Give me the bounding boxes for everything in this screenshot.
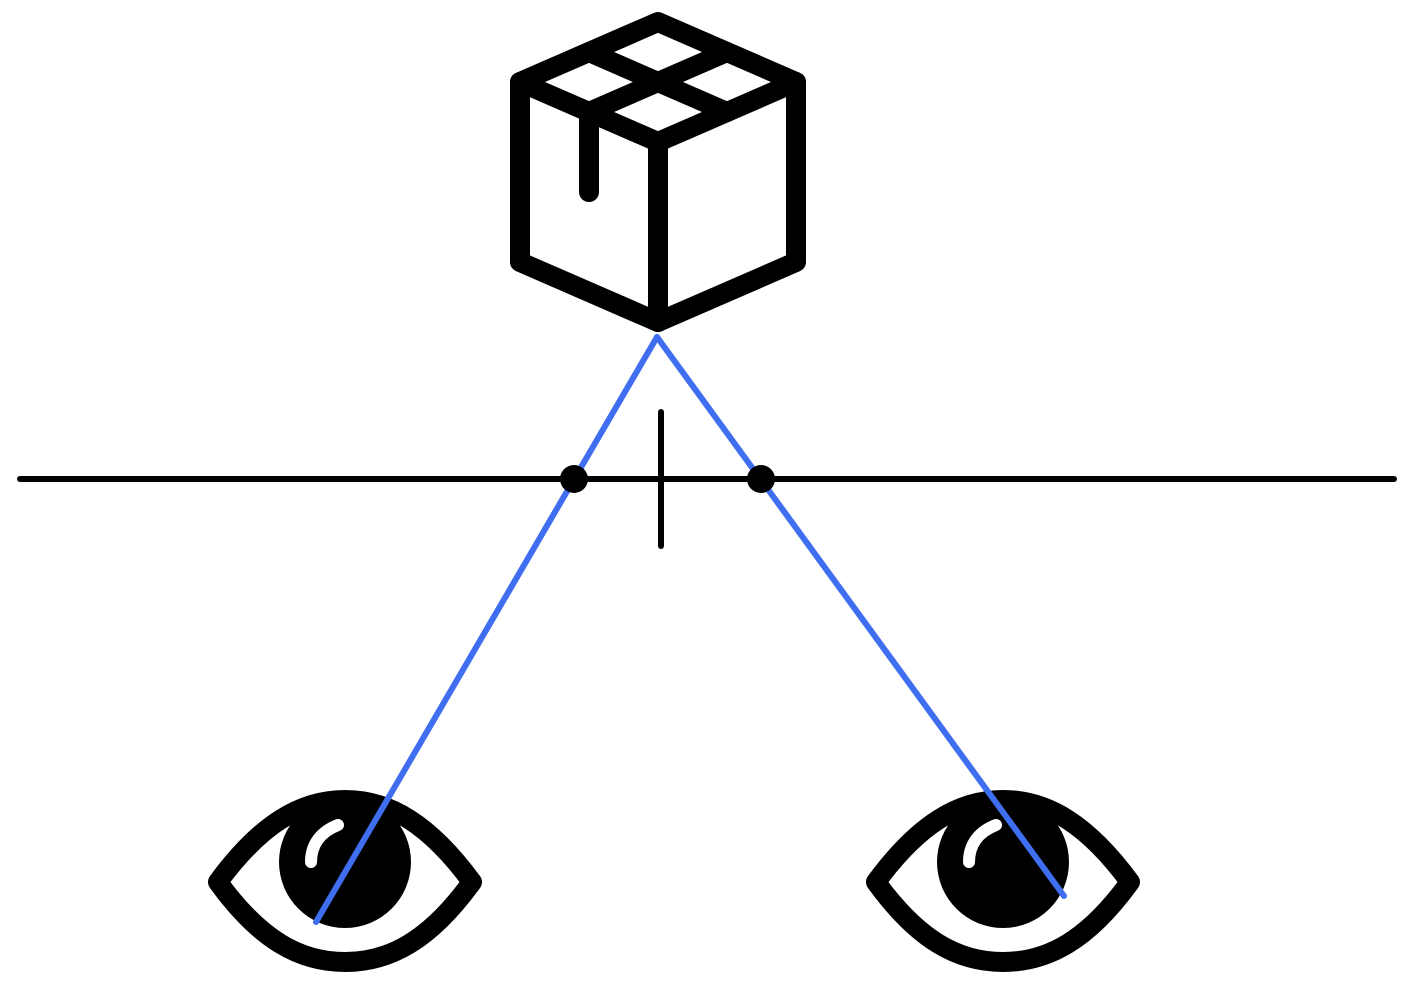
left-eye-pupil bbox=[279, 796, 411, 928]
package-box-icon bbox=[510, 12, 806, 332]
box-tape-top-2 bbox=[579, 42, 737, 122]
right-eye-pupil bbox=[937, 796, 1069, 928]
left-sight-line bbox=[313, 334, 660, 925]
left-eye-icon bbox=[208, 790, 482, 972]
right-projection-point bbox=[747, 465, 775, 493]
left-projection-point bbox=[560, 465, 588, 493]
left-eye-highlight bbox=[305, 819, 344, 868]
right-eye-highlight bbox=[963, 819, 1002, 868]
right-eye-icon bbox=[866, 790, 1140, 972]
right-sight-line bbox=[654, 334, 1067, 899]
